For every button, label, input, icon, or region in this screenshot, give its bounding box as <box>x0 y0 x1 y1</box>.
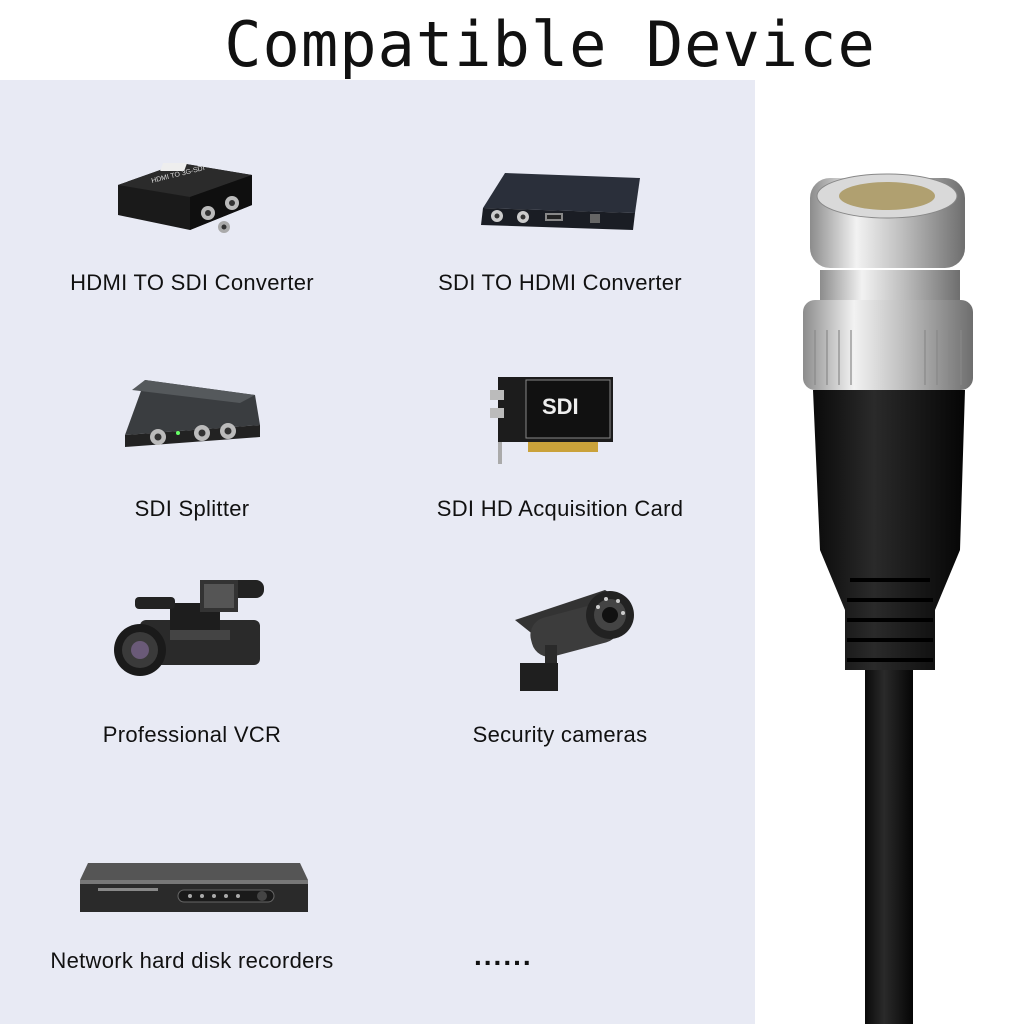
hdmi-to-sdi-converter-icon: HDMI TO 3G-SDI <box>118 163 252 233</box>
device-label-professional-vcr: Professional VCR <box>102 722 282 747</box>
device-label-security-cameras: Security cameras <box>472 722 648 747</box>
device-panel: HDMI TO 3G-SDI HDMI TO SDI Converter SDI… <box>0 80 755 1024</box>
security-camera-icon <box>515 590 634 691</box>
device-label-sdi-capture-card: SDI HD Acquisition Card <box>436 496 684 521</box>
device-label-sdi-splitter: SDI Splitter <box>134 496 250 521</box>
bnc-cable-icon <box>803 173 973 1024</box>
nvr-icon <box>80 863 308 912</box>
device-label-nvr: Network hard disk recorders <box>50 948 334 973</box>
device-label-hdmi-to-sdi: HDMI TO SDI Converter <box>70 270 314 295</box>
sdi-capture-card-icon: SDI <box>490 377 613 464</box>
more-devices-ellipsis: ...... <box>474 940 533 971</box>
page-title: Compatible Device <box>224 8 876 81</box>
sdi-to-hdmi-converter-icon <box>481 173 640 230</box>
sdi-splitter-icon <box>125 380 260 447</box>
card-label-text: SDI <box>542 394 579 419</box>
device-label-sdi-to-hdmi: SDI TO HDMI Converter <box>438 270 682 295</box>
camcorder-icon <box>114 580 264 676</box>
